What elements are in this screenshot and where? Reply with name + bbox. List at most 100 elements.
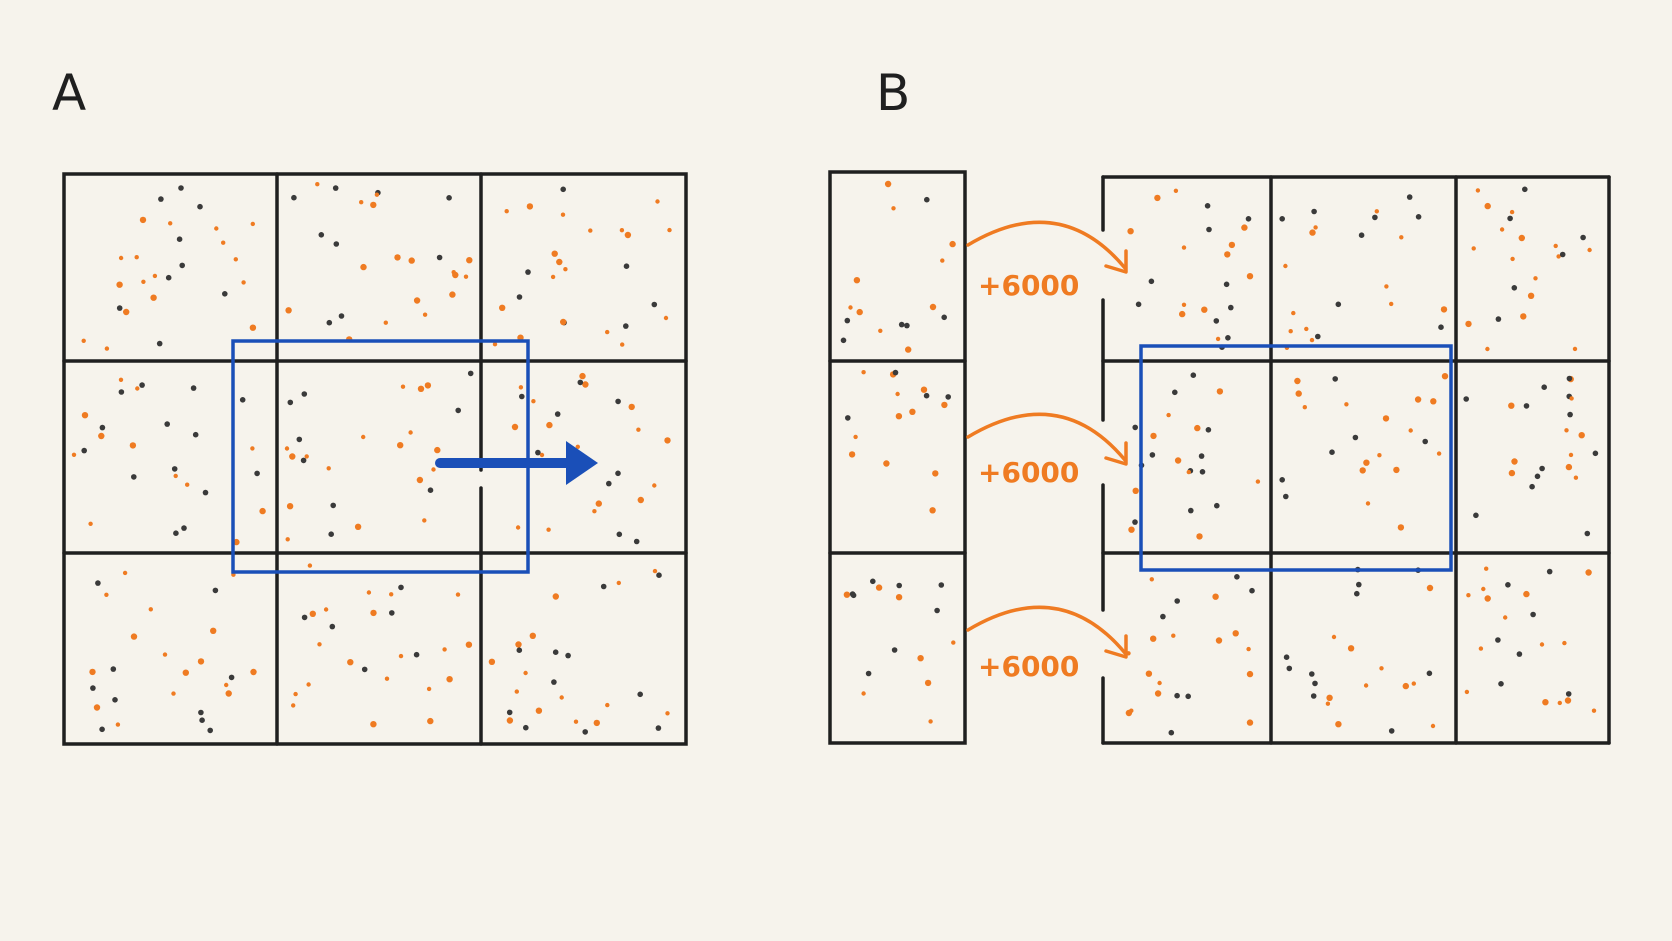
panel-a-speck xyxy=(304,454,309,459)
panel-a-speck xyxy=(212,587,219,594)
panel-b-speck xyxy=(1426,670,1433,677)
panel-b-speck xyxy=(1224,251,1231,258)
panel-a-speck xyxy=(71,452,77,457)
panel-b-speck xyxy=(1511,458,1518,465)
panel-b-speck xyxy=(1347,645,1355,652)
transfer-arrow-head-2 xyxy=(1104,441,1128,466)
panel-b-speck xyxy=(840,337,847,344)
panel-b-column-outline xyxy=(828,170,967,745)
panel-b-speck xyxy=(1565,691,1572,697)
panel-a-speck xyxy=(636,427,641,432)
panel-b-speck xyxy=(1484,595,1491,602)
panel-a-speck xyxy=(123,308,130,316)
panel-b-speck xyxy=(898,321,905,328)
panel-b-speck xyxy=(1388,728,1395,734)
panel-a-speck xyxy=(148,607,153,612)
panel-a-speck xyxy=(131,474,137,480)
panel-b-speck xyxy=(1363,459,1370,466)
panel-a-speck xyxy=(233,538,240,546)
panel-a-speck xyxy=(455,592,461,597)
panel-a-speck xyxy=(525,269,531,275)
panel-a-speck xyxy=(173,530,179,536)
panel-b-speck xyxy=(1232,630,1239,637)
panel-b-speck xyxy=(848,451,856,458)
panel-a-speck xyxy=(463,274,469,279)
panel-a-speck xyxy=(422,312,428,317)
panel-b-speck xyxy=(1335,301,1342,308)
panel-a-speck xyxy=(98,432,105,440)
panel-b-speck xyxy=(1485,346,1490,352)
panel-b-speck xyxy=(1399,235,1404,240)
panel-a-speck xyxy=(104,592,109,597)
panel-b-speck xyxy=(1246,670,1254,678)
panel-b-speck xyxy=(905,346,912,353)
panel-b-speck xyxy=(1223,281,1230,288)
panel-b-speck xyxy=(941,314,947,321)
panel-b-speck xyxy=(1567,411,1573,418)
panel-b-speck xyxy=(1214,502,1220,509)
panel-a-speck xyxy=(651,301,658,308)
panel-b-speck xyxy=(1478,646,1484,651)
panel-a-speck xyxy=(326,319,333,326)
panel-b-speck xyxy=(1372,214,1378,221)
panel-a-speck xyxy=(233,257,238,262)
panel-a-speck xyxy=(293,691,298,697)
panel-a-speck xyxy=(291,194,297,201)
panel-a-speck xyxy=(550,274,556,280)
panel-b-speck xyxy=(1174,692,1180,699)
panel-b-speck xyxy=(1279,477,1285,483)
panel-b-speck xyxy=(1363,683,1369,688)
panel-b-speck xyxy=(923,392,930,399)
panel-b-speck xyxy=(853,434,858,440)
panel-b-speck xyxy=(1564,697,1572,704)
panel-b-speck xyxy=(1206,226,1212,233)
panel-a-speck xyxy=(560,186,566,193)
panel-a-speck xyxy=(560,318,567,326)
panel-b-speck xyxy=(1215,336,1221,342)
panel-a-speck xyxy=(115,722,121,727)
panel-a-speck xyxy=(347,659,354,666)
panel-b-speck xyxy=(1534,473,1541,480)
panel-b-speck xyxy=(1415,214,1422,220)
panel-a-speck xyxy=(383,320,388,325)
panel-b-speck xyxy=(891,647,898,653)
panel-a-speck xyxy=(301,391,308,397)
panel-a-speck xyxy=(655,725,662,731)
panel-a-speck xyxy=(158,196,164,202)
panel-a-speck xyxy=(93,704,101,711)
panel-a-speck xyxy=(250,668,257,676)
panel-a-speck xyxy=(664,437,671,444)
panel-a-speck xyxy=(178,185,184,191)
panel-b-speck xyxy=(1473,512,1479,519)
panel-a-speck xyxy=(427,717,434,725)
panel-a-speck xyxy=(389,592,394,597)
panel-b-speck xyxy=(1522,186,1528,193)
panel-a-speck xyxy=(575,444,580,449)
panel-b-speck xyxy=(1283,493,1289,500)
panel-b-speck xyxy=(1246,646,1251,652)
panel-a-speck xyxy=(366,590,372,595)
panel-a-speck xyxy=(370,609,377,617)
panel-b-speck xyxy=(1358,232,1365,238)
panel-a-speck xyxy=(171,691,176,696)
panel-a-speck xyxy=(417,385,425,392)
panel-a-speck xyxy=(224,682,229,688)
panel-a-speck xyxy=(318,232,325,238)
panel-a-speck xyxy=(515,641,522,648)
panel-b-speck xyxy=(1199,469,1206,475)
panel-b-speck xyxy=(1311,208,1317,215)
panel-b-speck xyxy=(940,258,945,263)
panel-a-speck xyxy=(573,719,579,724)
panel-b-speck xyxy=(951,640,956,645)
panel-b-speck xyxy=(1406,194,1413,200)
panel-a-speck xyxy=(222,291,228,297)
panel-b-speck xyxy=(1149,577,1155,582)
panel-a-speck xyxy=(99,726,105,733)
panel-b-speck xyxy=(896,582,902,589)
panel-a-speck xyxy=(104,346,110,351)
panel-a-speck xyxy=(593,719,600,727)
panel-a-speck xyxy=(518,385,524,390)
panel-b-speck xyxy=(1585,569,1592,576)
panel-a-speck xyxy=(81,447,87,454)
panel-b-speck xyxy=(878,328,883,333)
